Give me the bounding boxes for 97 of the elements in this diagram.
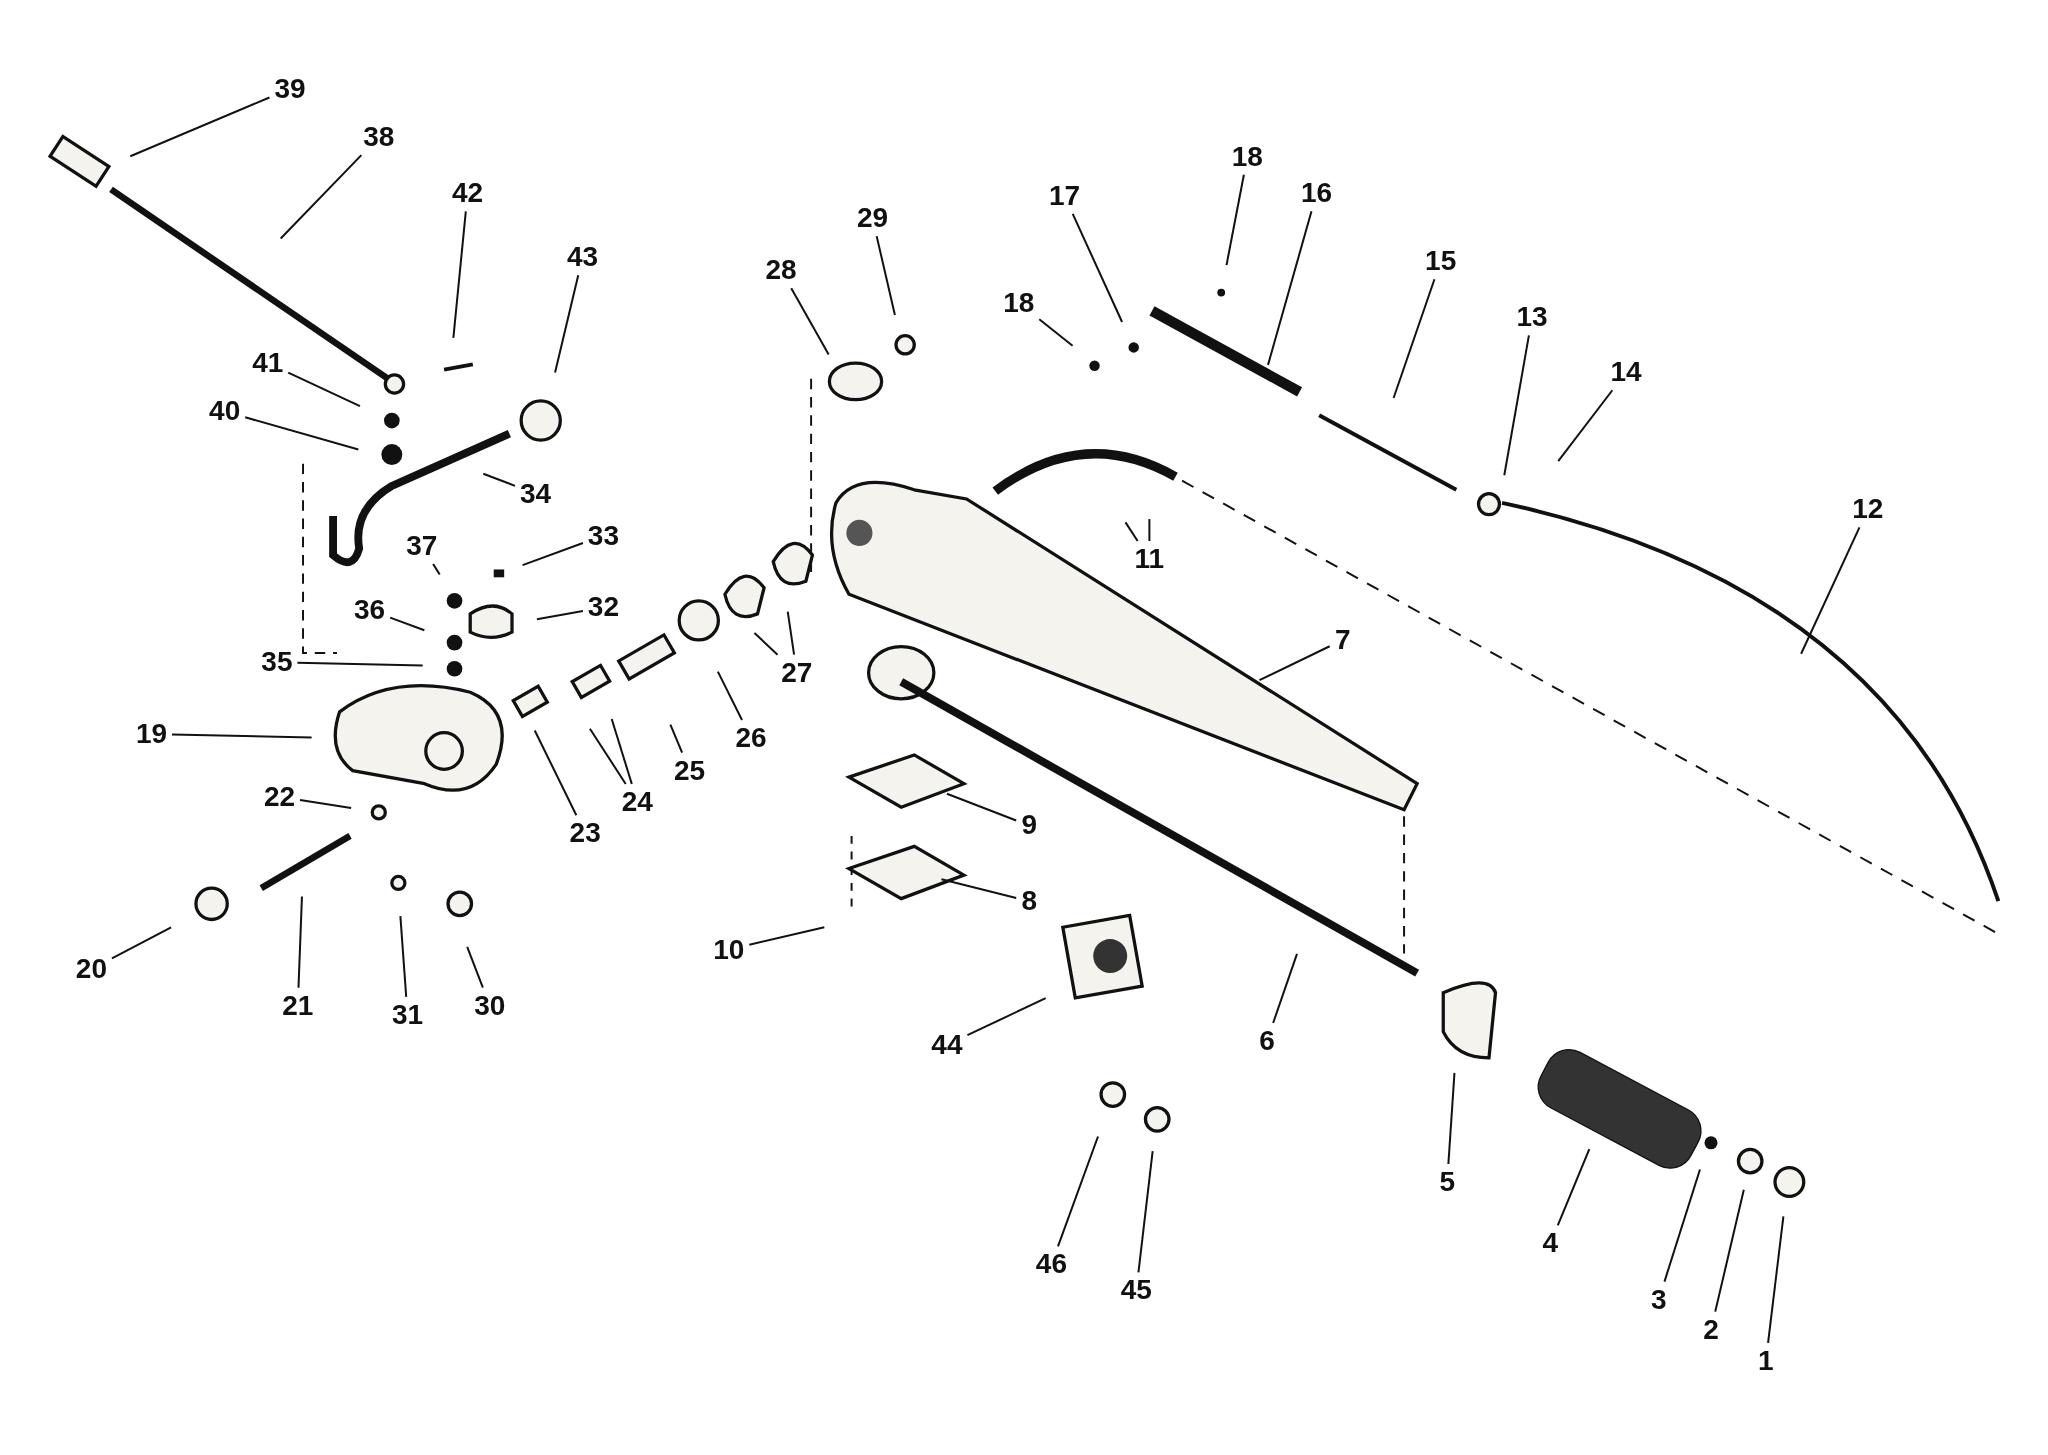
leader-line	[753, 632, 779, 656]
callout-number: 43	[564, 242, 601, 273]
leader-line	[533, 729, 578, 817]
callout-number: 2	[1701, 1314, 1721, 1345]
callout-number: 40	[207, 396, 243, 427]
leader-line	[748, 926, 826, 946]
leader-line	[1663, 1168, 1701, 1283]
callout-number: 32	[585, 592, 621, 623]
callout-number: 18	[1229, 141, 1265, 172]
callout-number: 16	[1299, 178, 1335, 209]
leader-line	[1503, 334, 1530, 477]
callout-number: 41	[250, 348, 286, 379]
callout-number: 6	[1257, 1025, 1277, 1056]
callout-number: 44	[929, 1029, 965, 1060]
callout-number: 22	[261, 781, 298, 812]
leader-line	[1556, 1148, 1591, 1227]
callout-number: 19	[133, 719, 170, 750]
callout-number: 29	[854, 203, 891, 234]
leader-line	[945, 792, 1018, 822]
callout-number: 35	[259, 647, 295, 678]
leader-line	[296, 661, 424, 667]
callout-number: 1	[1756, 1345, 1776, 1376]
leader-line	[466, 945, 484, 989]
leader-line	[535, 610, 584, 621]
callout-number: 24	[619, 786, 655, 817]
leader-line	[716, 670, 743, 721]
callout-number: 23	[567, 818, 603, 849]
leader-line	[1057, 1135, 1099, 1248]
leader-line	[1124, 521, 1139, 542]
callout-number: 31	[389, 999, 426, 1030]
leader-line	[1148, 518, 1151, 542]
callout-number: 28	[763, 255, 799, 286]
leader-line	[554, 274, 580, 374]
leader-line	[1800, 526, 1861, 655]
leader-line	[1392, 278, 1436, 399]
leader-line	[588, 727, 627, 785]
callout-number: 15	[1423, 246, 1459, 277]
callout-number: 5	[1437, 1167, 1457, 1198]
leader-line	[110, 926, 173, 960]
leader-line	[1272, 952, 1298, 1024]
leader-line	[279, 154, 363, 240]
callout-number: 7	[1332, 625, 1353, 655]
leader-line	[966, 997, 1047, 1037]
leader-line	[432, 562, 441, 576]
leader-line	[1767, 1215, 1785, 1344]
callout-number: 17	[1046, 180, 1083, 211]
leader-line	[1267, 210, 1313, 366]
callout-number: 13	[1514, 302, 1550, 333]
leader-line	[1137, 1150, 1154, 1274]
leader-line	[452, 210, 467, 339]
leader-line	[1038, 318, 1074, 347]
callout-number: 3	[1649, 1284, 1669, 1315]
leader-line	[786, 610, 796, 656]
leader-line	[790, 287, 830, 356]
leader-line	[287, 371, 361, 408]
leader-line	[244, 416, 360, 451]
leader-line	[299, 798, 353, 810]
leader-line	[669, 723, 684, 754]
leader-line	[1225, 173, 1245, 267]
leader-line	[1557, 389, 1614, 462]
leader-line	[389, 616, 426, 632]
leader-line	[1447, 1071, 1456, 1166]
leader-line	[521, 542, 584, 567]
callout-number: 30	[472, 990, 508, 1021]
callout-number: 42	[450, 178, 486, 209]
callout-number: 33	[585, 520, 621, 551]
callout-number: 12	[1850, 494, 1886, 525]
callout-number: 21	[280, 990, 316, 1021]
callout-number: 27	[779, 657, 815, 688]
leader-line	[940, 878, 1018, 899]
leader-line	[1258, 645, 1331, 682]
callout-number: 10	[711, 934, 747, 965]
callout-number: 38	[361, 122, 397, 153]
callout-number: 37	[404, 530, 440, 561]
callout-number: 46	[1033, 1249, 1069, 1280]
leader-line	[297, 895, 303, 989]
callout-number: 45	[1118, 1275, 1154, 1306]
callout-number: 14	[1608, 357, 1644, 388]
callout-number: 39	[272, 73, 308, 104]
leader-line	[171, 733, 313, 739]
callout-number: 20	[73, 954, 109, 985]
leader-line	[482, 472, 516, 487]
callout-number: 36	[352, 594, 388, 625]
callout-number: 8	[1019, 886, 1039, 917]
callout-number: 26	[733, 722, 769, 753]
leader-line	[1714, 1188, 1745, 1313]
callout-number: 34	[517, 478, 554, 509]
leader-line	[1071, 212, 1124, 323]
leader-line	[875, 235, 896, 316]
leader-line	[399, 915, 408, 998]
callout-number: 4	[1540, 1228, 1561, 1259]
callout-number: 11	[1132, 544, 1167, 574]
callout-number: 18	[1001, 288, 1037, 318]
callout-number: 9	[1019, 810, 1039, 841]
leader-line	[610, 718, 633, 785]
callout-number: 25	[672, 755, 708, 786]
leader-line	[129, 96, 271, 158]
